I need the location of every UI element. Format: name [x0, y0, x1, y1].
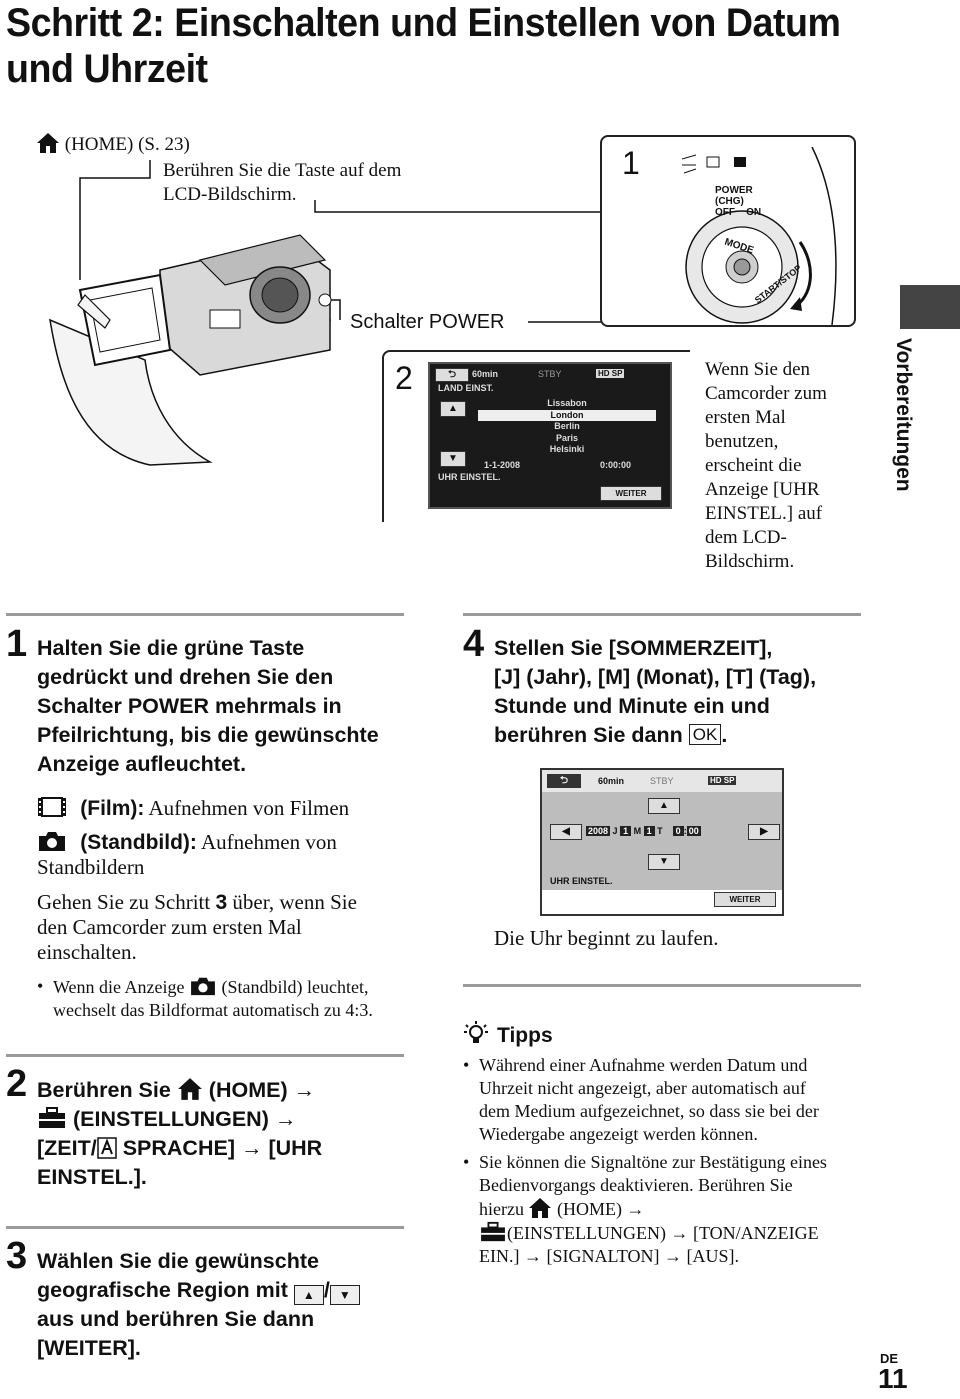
- lcd-weiter-button[interactable]: WEITER: [714, 892, 776, 907]
- tip-item: Während einer Aufnahme werden Datum und …: [463, 1054, 873, 1146]
- lcd-date-screen: ⮌ 60min STBY HD SP ▲ ◀ ▶ 2008 J 1 M 1 T …: [540, 768, 784, 916]
- language-icon: [96, 1137, 117, 1159]
- step-1-goto-note: Gehen Sie zu Schritt 3 über, wenn Sie de…: [37, 890, 357, 964]
- bullet-item: Wenn die Anzeige (Standbild) leuchtet, w…: [37, 975, 417, 1022]
- power-switch-labels: POWER (CHG) OFF ON: [715, 185, 762, 218]
- home-icon: [37, 133, 59, 153]
- step-1-film: (Film): Aufnehmen von Filmen: [37, 795, 417, 821]
- side-tab-marker: [900, 285, 960, 329]
- touch-hint: Berühren Sie die Taste auf dem LCD-Bilds…: [163, 160, 402, 205]
- callout-2-number: 2: [395, 360, 413, 396]
- lcd-time-remaining: 60min: [598, 776, 625, 786]
- toolbox-icon: [481, 1221, 505, 1242]
- lcd-down-button[interactable]: ▼: [648, 854, 680, 870]
- home-icon: [529, 1198, 552, 1218]
- step-4-number: 4: [463, 623, 485, 665]
- step-3-heading: Wählen Sie die gewünschte geografische R…: [37, 1247, 417, 1363]
- lcd-up-button[interactable]: ▲: [440, 401, 466, 417]
- camcorder-illustration: [49, 234, 332, 466]
- clock-starts-note: Die Uhr beginnt zu laufen.: [494, 926, 719, 950]
- callout-1-box: 1 POWER (CHG) OFF ON MODE START/STOP: [600, 135, 856, 327]
- step-3-number: 3: [6, 1235, 28, 1277]
- camera-icon: [191, 977, 215, 996]
- lcd-city-list: Lissabon London Berlin Paris Helsinki: [478, 398, 656, 456]
- home-icon: [177, 1078, 202, 1100]
- lcd-status: STBY: [538, 369, 562, 379]
- lcd-footer-label: UHR EINSTEL.: [438, 472, 501, 482]
- tips-list: Während einer Aufnahme werden Datum und …: [463, 1054, 873, 1268]
- lcd-weiter-button[interactable]: WEITER: [600, 486, 662, 501]
- divider: [463, 613, 861, 616]
- lcd-back-button[interactable]: ⮌: [547, 774, 581, 788]
- lcd-quality-badge: HD SP: [708, 776, 737, 785]
- divider: [6, 1054, 404, 1057]
- lcd-quality-badge: HD SP: [596, 369, 625, 378]
- lightbulb-icon: [464, 1021, 488, 1043]
- footer-page-number: 11: [878, 1363, 908, 1394]
- lcd-time-remaining: 60min: [472, 369, 499, 379]
- step-1-number: 1: [6, 623, 28, 665]
- power-switch-drawing: [682, 147, 837, 325]
- lcd-time: 0:00:00: [600, 460, 632, 470]
- callout-1-number: 1: [622, 145, 640, 181]
- callout-2-frame: [382, 350, 690, 522]
- down-arrow-button[interactable]: ▼: [329, 1285, 360, 1305]
- step-2-heading: Berühren Sie (HOME) → (EINSTELLUNGEN) → …: [37, 1078, 323, 1189]
- lcd-down-button[interactable]: ▼: [440, 451, 466, 467]
- city-item[interactable]: Berlin: [554, 421, 580, 431]
- city-item[interactable]: Lissabon: [547, 398, 587, 408]
- city-item[interactable]: Paris: [555, 432, 579, 443]
- footer-lang: DE: [880, 1351, 899, 1366]
- lcd-screen-region: ⮌ 60min STBY HD SP LAND EINST. ▲ ▼ Lissa…: [428, 362, 672, 509]
- hour-field[interactable]: 0: [672, 826, 684, 836]
- ok-button-glyph: OK: [688, 724, 722, 745]
- lcd-date: 1-1-2008: [484, 460, 521, 470]
- tip-item: Sie können die Signaltöne zur Bestätigun…: [463, 1151, 873, 1268]
- divider: [6, 1226, 404, 1229]
- switch-caption: Schalter POWER: [350, 311, 505, 333]
- page-title: Schritt 2: Einschalten und Einstellen vo…: [6, 1, 841, 91]
- divider: [463, 984, 861, 987]
- city-item[interactable]: Helsinki: [549, 444, 585, 454]
- divider: [6, 613, 404, 616]
- lcd-back-button[interactable]: ⮌: [435, 368, 469, 382]
- year-field[interactable]: 2008: [586, 826, 611, 836]
- film-icon: [38, 797, 66, 817]
- lcd-up-button[interactable]: ▲: [648, 798, 680, 814]
- lcd-status: STBY: [650, 776, 674, 786]
- day-field[interactable]: 1: [643, 826, 655, 836]
- first-use-note: Wenn Sie den Camcorder zum ersten Mal be…: [705, 359, 827, 572]
- step-1-bullets: Wenn die Anzeige (Standbild) leuchtet, w…: [37, 975, 417, 1022]
- step-4-heading: Stellen Sie [SOMMERZEIT], [J] (Jahr), [M…: [494, 636, 817, 747]
- tips-heading: Tipps: [463, 1020, 553, 1048]
- lcd-left-button[interactable]: ◀: [550, 824, 582, 840]
- home-reference: (HOME) (S. 23): [36, 132, 190, 157]
- step-1-heading: Halten Sie die grüne Taste gedrückt und …: [37, 636, 379, 776]
- lcd-header: LAND EINST.: [438, 383, 494, 393]
- step-2-number: 2: [6, 1063, 28, 1105]
- month-field[interactable]: 1: [620, 826, 632, 836]
- up-arrow-button[interactable]: ▲: [293, 1285, 324, 1305]
- lcd-footer-label: UHR EINSTEL.: [550, 876, 613, 886]
- lcd-right-button[interactable]: ▶: [748, 824, 780, 840]
- camera-icon: [39, 832, 65, 851]
- toolbox-icon: [39, 1107, 65, 1128]
- step-1-photo: (Standbild): Aufnehmen von Standbildern: [37, 830, 337, 879]
- lcd-date-fields: 2008 J 1 M 1 T 0:00: [586, 826, 701, 836]
- city-item-selected[interactable]: London: [478, 409, 656, 421]
- minute-field[interactable]: 00: [686, 826, 701, 836]
